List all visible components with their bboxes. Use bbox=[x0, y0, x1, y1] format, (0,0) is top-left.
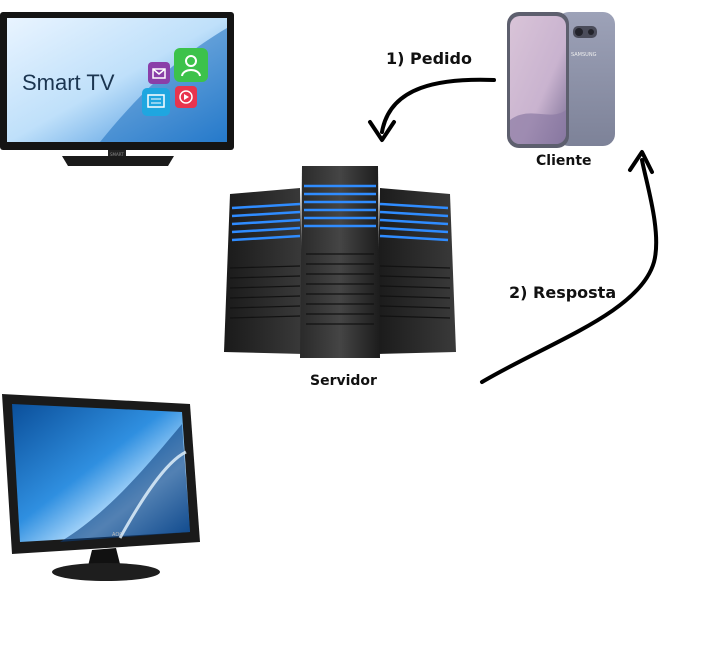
desktop-monitor: AOC bbox=[0, 392, 200, 584]
tv-brand-text: Smart TV bbox=[22, 70, 115, 95]
mail-icon bbox=[148, 62, 170, 84]
monitor-brand: AOC bbox=[112, 532, 123, 538]
response-arrow bbox=[470, 142, 670, 392]
client-label: Cliente bbox=[536, 153, 592, 169]
tv-bezel-logo: SMART bbox=[110, 152, 124, 157]
play-icon bbox=[175, 86, 197, 108]
response-label: 2) Resposta bbox=[509, 283, 617, 302]
request-arrow bbox=[360, 70, 500, 150]
server-label: Servidor bbox=[310, 373, 377, 389]
user-icon bbox=[174, 48, 208, 82]
server-rack bbox=[220, 158, 462, 362]
chat-icon bbox=[142, 88, 170, 116]
smart-tv: Smart TV SMART bbox=[0, 10, 236, 170]
phone-client: SAMSUNG bbox=[505, 10, 617, 150]
phone-back-brand: SAMSUNG bbox=[571, 52, 597, 58]
request-label: 1) Pedido bbox=[386, 49, 472, 68]
